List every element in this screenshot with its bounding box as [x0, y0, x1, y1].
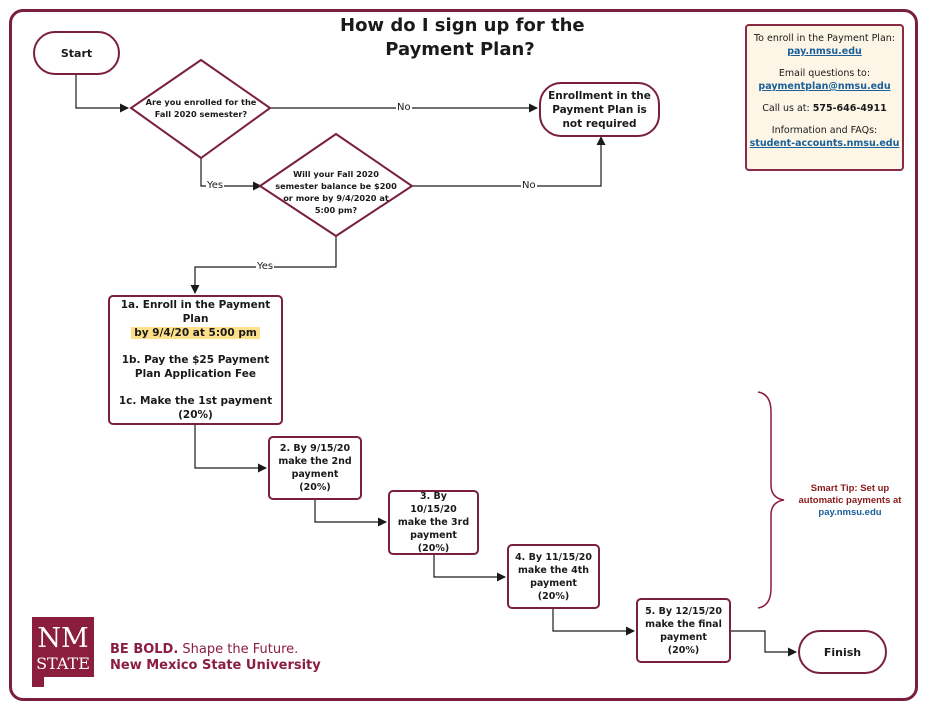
step-2-label: 2. By 9/15/20 make the 2nd payment (20%)	[278, 443, 352, 493]
finish-node: Finish	[798, 630, 887, 674]
edge-2-3	[314, 500, 387, 527]
edge-start-q1	[75, 75, 129, 113]
step-1a-label: 1a. Enroll in the Payment Plan	[120, 299, 271, 325]
page-title: How do I sign up for the Payment Plan?	[340, 14, 585, 62]
logo-bottom-text: STATE	[36, 654, 90, 673]
step-5-node: 5. By 12/15/20 make the final payment (2…	[636, 598, 731, 663]
edge-1-2	[194, 425, 267, 473]
phone-number: 575-646-4911	[812, 103, 887, 114]
step-2-node: 2. By 9/15/20 make the 2nd payment (20%)	[268, 436, 362, 500]
title-line-1: How do I sign up for the	[340, 15, 585, 36]
logo-top-text: NM	[37, 623, 88, 654]
edge-3-4	[433, 555, 506, 582]
not-required-node: Enrollment in the Payment Plan is not re…	[539, 82, 660, 137]
enroll-link[interactable]: pay.nmsu.edu	[787, 46, 862, 57]
nmsu-logo-icon: NM STATE	[32, 617, 94, 687]
step-1c-label: 1c. Make the 1st payment (20%)	[118, 395, 273, 421]
decision-q1-label: Are you enrolled for the Fall 2020 semes…	[145, 97, 257, 119]
step-3-node: 3. By 10/15/20 make the 3rd payment (20%…	[388, 490, 479, 555]
edge-q2-no	[410, 136, 606, 187]
tagline: BE BOLD. Shape the Future.	[110, 642, 298, 657]
step-4-label: 4. By 11/15/20 make the 4th payment (20%…	[515, 551, 592, 602]
start-node: Start	[33, 31, 120, 75]
decision-q2-label: Will your Fall 2020 semester balance be …	[275, 169, 397, 215]
not-required-label: Enrollment in the Payment Plan is not re…	[548, 89, 651, 130]
decision-q2-shape	[258, 132, 414, 238]
step-1-node: 1a. Enroll in the Payment Plan by 9/4/20…	[108, 295, 283, 425]
step-4-node: 4. By 11/15/20 make the 4th payment (20%…	[507, 544, 600, 609]
finish-label: Finish	[823, 645, 862, 659]
edge-4-5	[552, 609, 635, 636]
call-label: Call us at:	[762, 103, 810, 114]
edge-label-no-2: No	[521, 180, 537, 192]
edge-q1-yes	[200, 158, 262, 191]
tagline-rest: Shape the Future.	[178, 642, 299, 657]
tagline-bold: BE BOLD.	[110, 642, 179, 657]
start-label: Start	[60, 46, 93, 60]
contact-info-box: To enroll in the Payment Plan: pay.nmsu.…	[745, 24, 904, 171]
smart-tip-text: Smart Tip: Set up automatic payments at	[798, 483, 902, 506]
edge-label-no-1: No	[396, 102, 412, 114]
enroll-label: To enroll in the Payment Plan:	[753, 33, 895, 44]
edge-label-yes-2: Yes	[256, 261, 275, 273]
smart-tip-url[interactable]: pay.nmsu.edu	[818, 507, 882, 518]
smart-tip-brace	[757, 391, 785, 609]
email-link[interactable]: paymentplan@nmsu.edu	[758, 81, 891, 92]
step-5-label: 5. By 12/15/20 make the final payment (2…	[645, 605, 722, 656]
edge-5-finish	[731, 630, 797, 657]
step-3-label: 3. By 10/15/20 make the 3rd payment (20%…	[397, 491, 470, 554]
email-label: Email questions to:	[778, 68, 871, 79]
step-1b-label: 1b. Pay the $25 Payment Plan Application…	[121, 354, 270, 380]
title-line-2: Payment Plan?	[385, 39, 535, 60]
faq-label: Information and FAQs:	[771, 125, 878, 136]
faq-link[interactable]: student-accounts.nmsu.edu	[749, 138, 900, 149]
decision-q1-shape	[129, 58, 272, 160]
step-1a-deadline: by 9/4/20 at 5:00 pm	[131, 327, 260, 339]
university-name: New Mexico State University	[110, 658, 321, 673]
smart-tip: Smart Tip: Set up automatic payments at …	[790, 483, 910, 519]
edge-label-yes-1: Yes	[206, 180, 225, 192]
page-frame	[9, 9, 918, 701]
